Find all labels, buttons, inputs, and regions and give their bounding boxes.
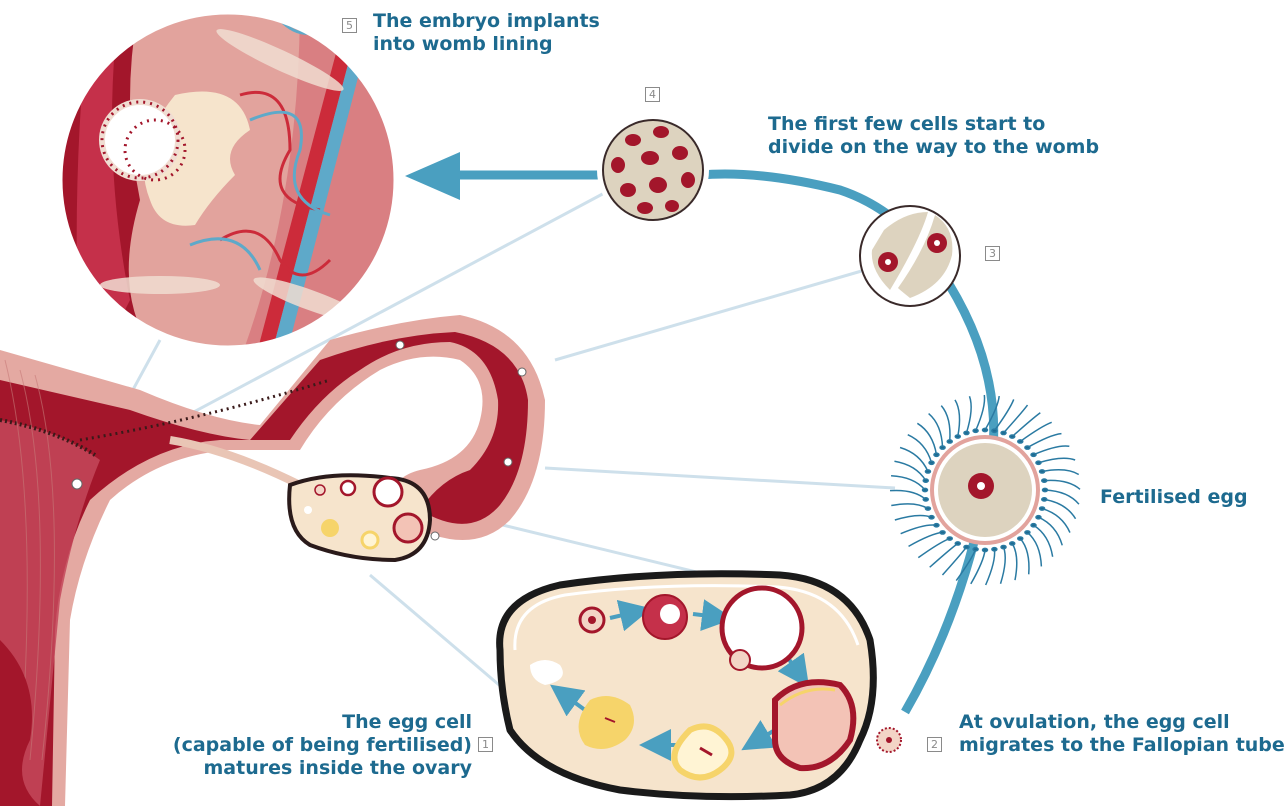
- ovulated-egg: [877, 728, 901, 752]
- sperm-head: [964, 545, 969, 548]
- sperm-head: [955, 542, 960, 545]
- sperm-tail: [1044, 480, 1080, 489]
- sperm-head: [1043, 488, 1048, 491]
- sperm-head: [1040, 507, 1045, 510]
- fertilised-egg-label: Fertilised egg: [1100, 486, 1248, 509]
- sperm-head: [1001, 431, 1006, 434]
- sperm-head: [973, 429, 978, 432]
- sperm-head: [1042, 498, 1047, 501]
- sperm-head: [929, 461, 934, 464]
- sperm-head: [983, 548, 988, 551]
- step-5-line-2: into womb lining: [373, 33, 600, 56]
- sperm-tail: [1042, 470, 1079, 475]
- step-5-line-1: The embryo implants: [373, 10, 600, 33]
- sperm-head: [940, 531, 945, 534]
- sperm-head: [992, 548, 997, 551]
- sperm-tail: [929, 414, 943, 448]
- ovary-zoom: [500, 574, 874, 797]
- sperm-head: [934, 453, 939, 456]
- sperm-head: [1018, 537, 1023, 540]
- step-2-label: At ovulation, the egg cell migrates to t…: [959, 711, 1285, 757]
- sperm-head: [1036, 461, 1041, 464]
- sperm-head: [923, 498, 928, 501]
- sperm-head: [992, 429, 997, 432]
- ovary-small: [289, 475, 430, 560]
- step-4-line-1: The first few cells start to: [768, 113, 1099, 136]
- sperm-head: [934, 524, 939, 527]
- step-1-line-2: (capable of being fertilised): [173, 734, 472, 757]
- sperm-tail: [976, 395, 985, 431]
- sperm-head: [923, 479, 928, 482]
- sperm-tail: [1020, 539, 1029, 575]
- sperm-tail: [986, 549, 995, 585]
- sperm-head: [955, 435, 960, 438]
- step-1-line-1: The egg cell: [173, 711, 472, 734]
- sperm-tail: [1038, 517, 1062, 545]
- sperm-tail: [1034, 525, 1053, 556]
- sperm-tail: [941, 406, 950, 442]
- two-cell-embryo: [860, 206, 960, 306]
- sperm-tail: [890, 490, 926, 499]
- sperm-head: [1001, 545, 1006, 548]
- step-1-line-3: matures inside the ovary: [173, 757, 472, 780]
- sperm-head: [1042, 479, 1047, 482]
- sperm-head: [1031, 453, 1036, 456]
- step-1-number: 1: [478, 737, 493, 752]
- sperm-head: [1040, 470, 1045, 473]
- sperm-tail: [955, 400, 960, 437]
- step-4-label: The first few cells start to divide on t…: [768, 113, 1099, 159]
- sperm-tail: [1042, 509, 1070, 533]
- step-3-number: 3: [985, 246, 1000, 261]
- sperm-head: [923, 488, 928, 491]
- sperm-tail: [966, 396, 971, 433]
- sperm-head: [1031, 524, 1036, 527]
- sperm-tail: [1044, 499, 1075, 518]
- sperm-head: [947, 440, 952, 443]
- fertilised-egg-with-sperm: [890, 395, 1080, 585]
- step-5-number: 5: [342, 18, 357, 33]
- sperm-tail: [1038, 458, 1075, 463]
- sperm-head: [1036, 516, 1041, 519]
- sperm-tail: [1045, 490, 1079, 504]
- sperm-tail: [1004, 405, 1028, 433]
- sperm-head: [1010, 542, 1015, 545]
- sperm-head: [925, 507, 930, 510]
- sperm-tail: [1001, 547, 1006, 584]
- morula: [600, 117, 706, 223]
- sperm-tail: [895, 515, 932, 520]
- embryo-zoom: [50, 0, 410, 360]
- step-2-line-2: migrates to the Fallopian tube: [959, 734, 1285, 757]
- sperm-tail: [1012, 543, 1017, 580]
- step-2-number: 2: [927, 737, 942, 752]
- sperm-tail: [1027, 434, 1061, 448]
- sperm-head: [1025, 531, 1030, 534]
- step-2-line-1: At ovulation, the egg cell: [959, 711, 1285, 734]
- sperm-tail: [917, 423, 936, 454]
- sperm-head: [1025, 446, 1030, 449]
- sperm-tail: [901, 525, 937, 534]
- sperm-head: [929, 516, 934, 519]
- sperm-tail: [1034, 446, 1070, 455]
- sperm-tail: [894, 461, 925, 480]
- sperm-tail: [891, 504, 928, 509]
- sperm-head: [947, 537, 952, 540]
- sperm-head: [983, 428, 988, 431]
- sperm-tail: [1012, 413, 1040, 437]
- sperm-head: [1018, 440, 1023, 443]
- step-5-label: The embryo implants into womb lining: [373, 10, 600, 56]
- sperm-head: [964, 431, 969, 434]
- step-4-number: 4: [645, 87, 660, 102]
- sperm-tail: [891, 476, 925, 490]
- step-1-label: The egg cell (capable of being fertilise…: [173, 711, 472, 780]
- sperm-tail: [1027, 532, 1041, 566]
- sperm-head: [1010, 435, 1015, 438]
- sperm-head: [940, 446, 945, 449]
- step-4-line-2: divide on the way to the womb: [768, 136, 1099, 159]
- sperm-head: [973, 548, 978, 551]
- sperm-head: [925, 470, 930, 473]
